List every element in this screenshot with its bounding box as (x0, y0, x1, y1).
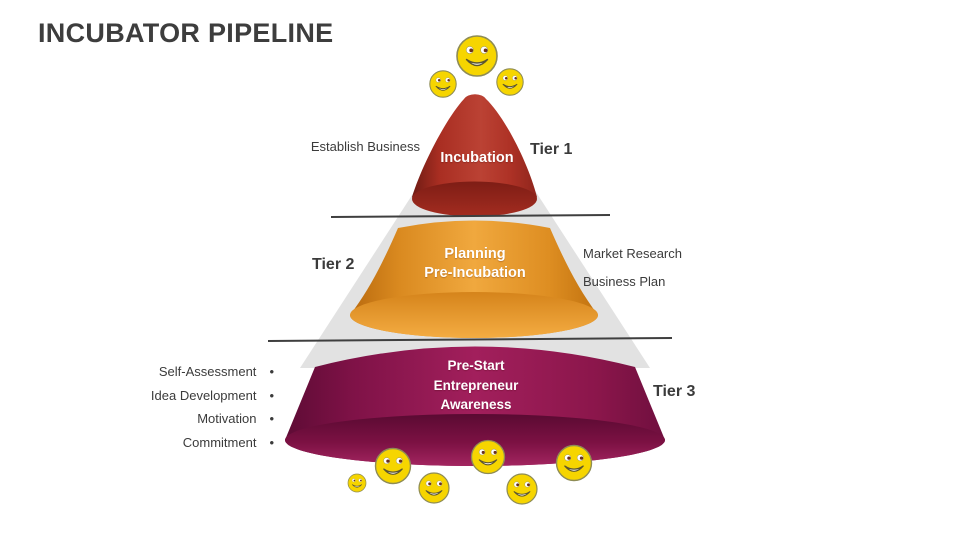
smiley-icon (496, 68, 524, 96)
bullet-row: Commitment • (54, 431, 274, 455)
tier2-cone-label: Planning Pre-Incubation (392, 245, 558, 283)
smiley-icon (429, 70, 457, 98)
bullet-label: Idea Development (150, 387, 257, 403)
tier3-cone-label-line: Awareness (440, 397, 512, 412)
smiley-icon (347, 473, 367, 493)
bullet-row: Idea Development • (54, 384, 274, 408)
bullet-row: Motivation • (54, 407, 274, 431)
annotation-establish-business: Establish Business (310, 139, 420, 154)
tier-divider-2 (267, 337, 673, 342)
annotation-market-research: Market Research (583, 246, 682, 261)
smiley-icon (506, 473, 538, 505)
tier2-cone-label-line: Planning (444, 246, 506, 262)
bullet-label: Commitment (182, 434, 257, 450)
bullet-dot: • (269, 434, 274, 450)
tier3-cone-label-line: Pre-Start (447, 358, 505, 373)
tier1-cone-label: Incubation (397, 150, 557, 166)
bullet-row: Self-Assessment • (54, 360, 274, 384)
smiley-icon (374, 447, 412, 485)
tier-3-label: Tier 3 (653, 383, 696, 400)
tier2-cone-label-line: Pre-Incubation (424, 265, 526, 281)
smiley-icon (470, 439, 506, 475)
bullet-label: Self-Assessment (158, 364, 257, 380)
tier-divider-1 (330, 214, 611, 218)
tier2-cone-base (350, 292, 598, 338)
tier-2-label: Tier 2 (312, 256, 355, 273)
bullet-dot: • (269, 364, 274, 380)
tier3-cone-label-line: Entrepreneur (433, 377, 519, 393)
smiley-icon (418, 472, 450, 504)
smiley-icon (456, 35, 498, 77)
bullet-dot: • (269, 411, 274, 427)
tier1-cone-base (412, 181, 537, 217)
slide-title: INCUBATOR PIPELINE (38, 18, 334, 48)
tier1-cone-label-line: Incubation (440, 150, 514, 166)
tier3-cone-label: Pre-Start Entrepreneur Awareness (393, 356, 559, 415)
tier3-bullet-list: Self-Assessment • Idea Development • Mot… (54, 360, 274, 454)
smiley-icon (555, 444, 593, 482)
bullet-dot: • (269, 387, 274, 403)
annotation-business-plan: Business Plan (583, 274, 666, 289)
tier1-cone (412, 94, 537, 213)
tier-1-label: Tier 1 (530, 141, 573, 158)
bullet-label: Motivation (197, 411, 257, 427)
